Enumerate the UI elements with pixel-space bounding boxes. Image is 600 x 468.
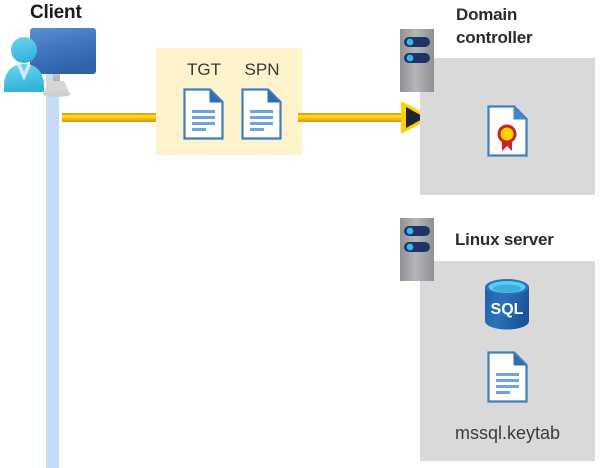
client-lifeline-bar — [46, 72, 59, 468]
linux-server-rack-icon — [400, 218, 434, 281]
linux-server-title: Linux server — [455, 230, 554, 249]
domain-controller-server-rack-icon — [400, 29, 434, 92]
certificate-document-icon — [487, 105, 528, 157]
token-highlight-box: TGT SPN — [156, 48, 302, 155]
spn-document-icon — [241, 88, 282, 140]
keytab-filename-label: mssql.keytab — [454, 423, 561, 443]
sql-database-icon: SQL — [482, 278, 532, 330]
keytab-document-icon — [487, 351, 528, 403]
tgt-document-icon — [183, 88, 224, 140]
client-title: Client — [30, 2, 82, 23]
tgt-label: TGT — [187, 60, 221, 79]
client-computer-user-icon — [2, 26, 98, 98]
connector-line-segment-right — [298, 113, 406, 122]
connector-arrowhead-icon — [399, 100, 433, 135]
spn-label: SPN — [244, 60, 280, 79]
domain-controller-title: Domain controller — [456, 5, 533, 47]
sql-database-label: SQL — [491, 301, 524, 318]
connector-line-segment-left — [62, 113, 158, 122]
